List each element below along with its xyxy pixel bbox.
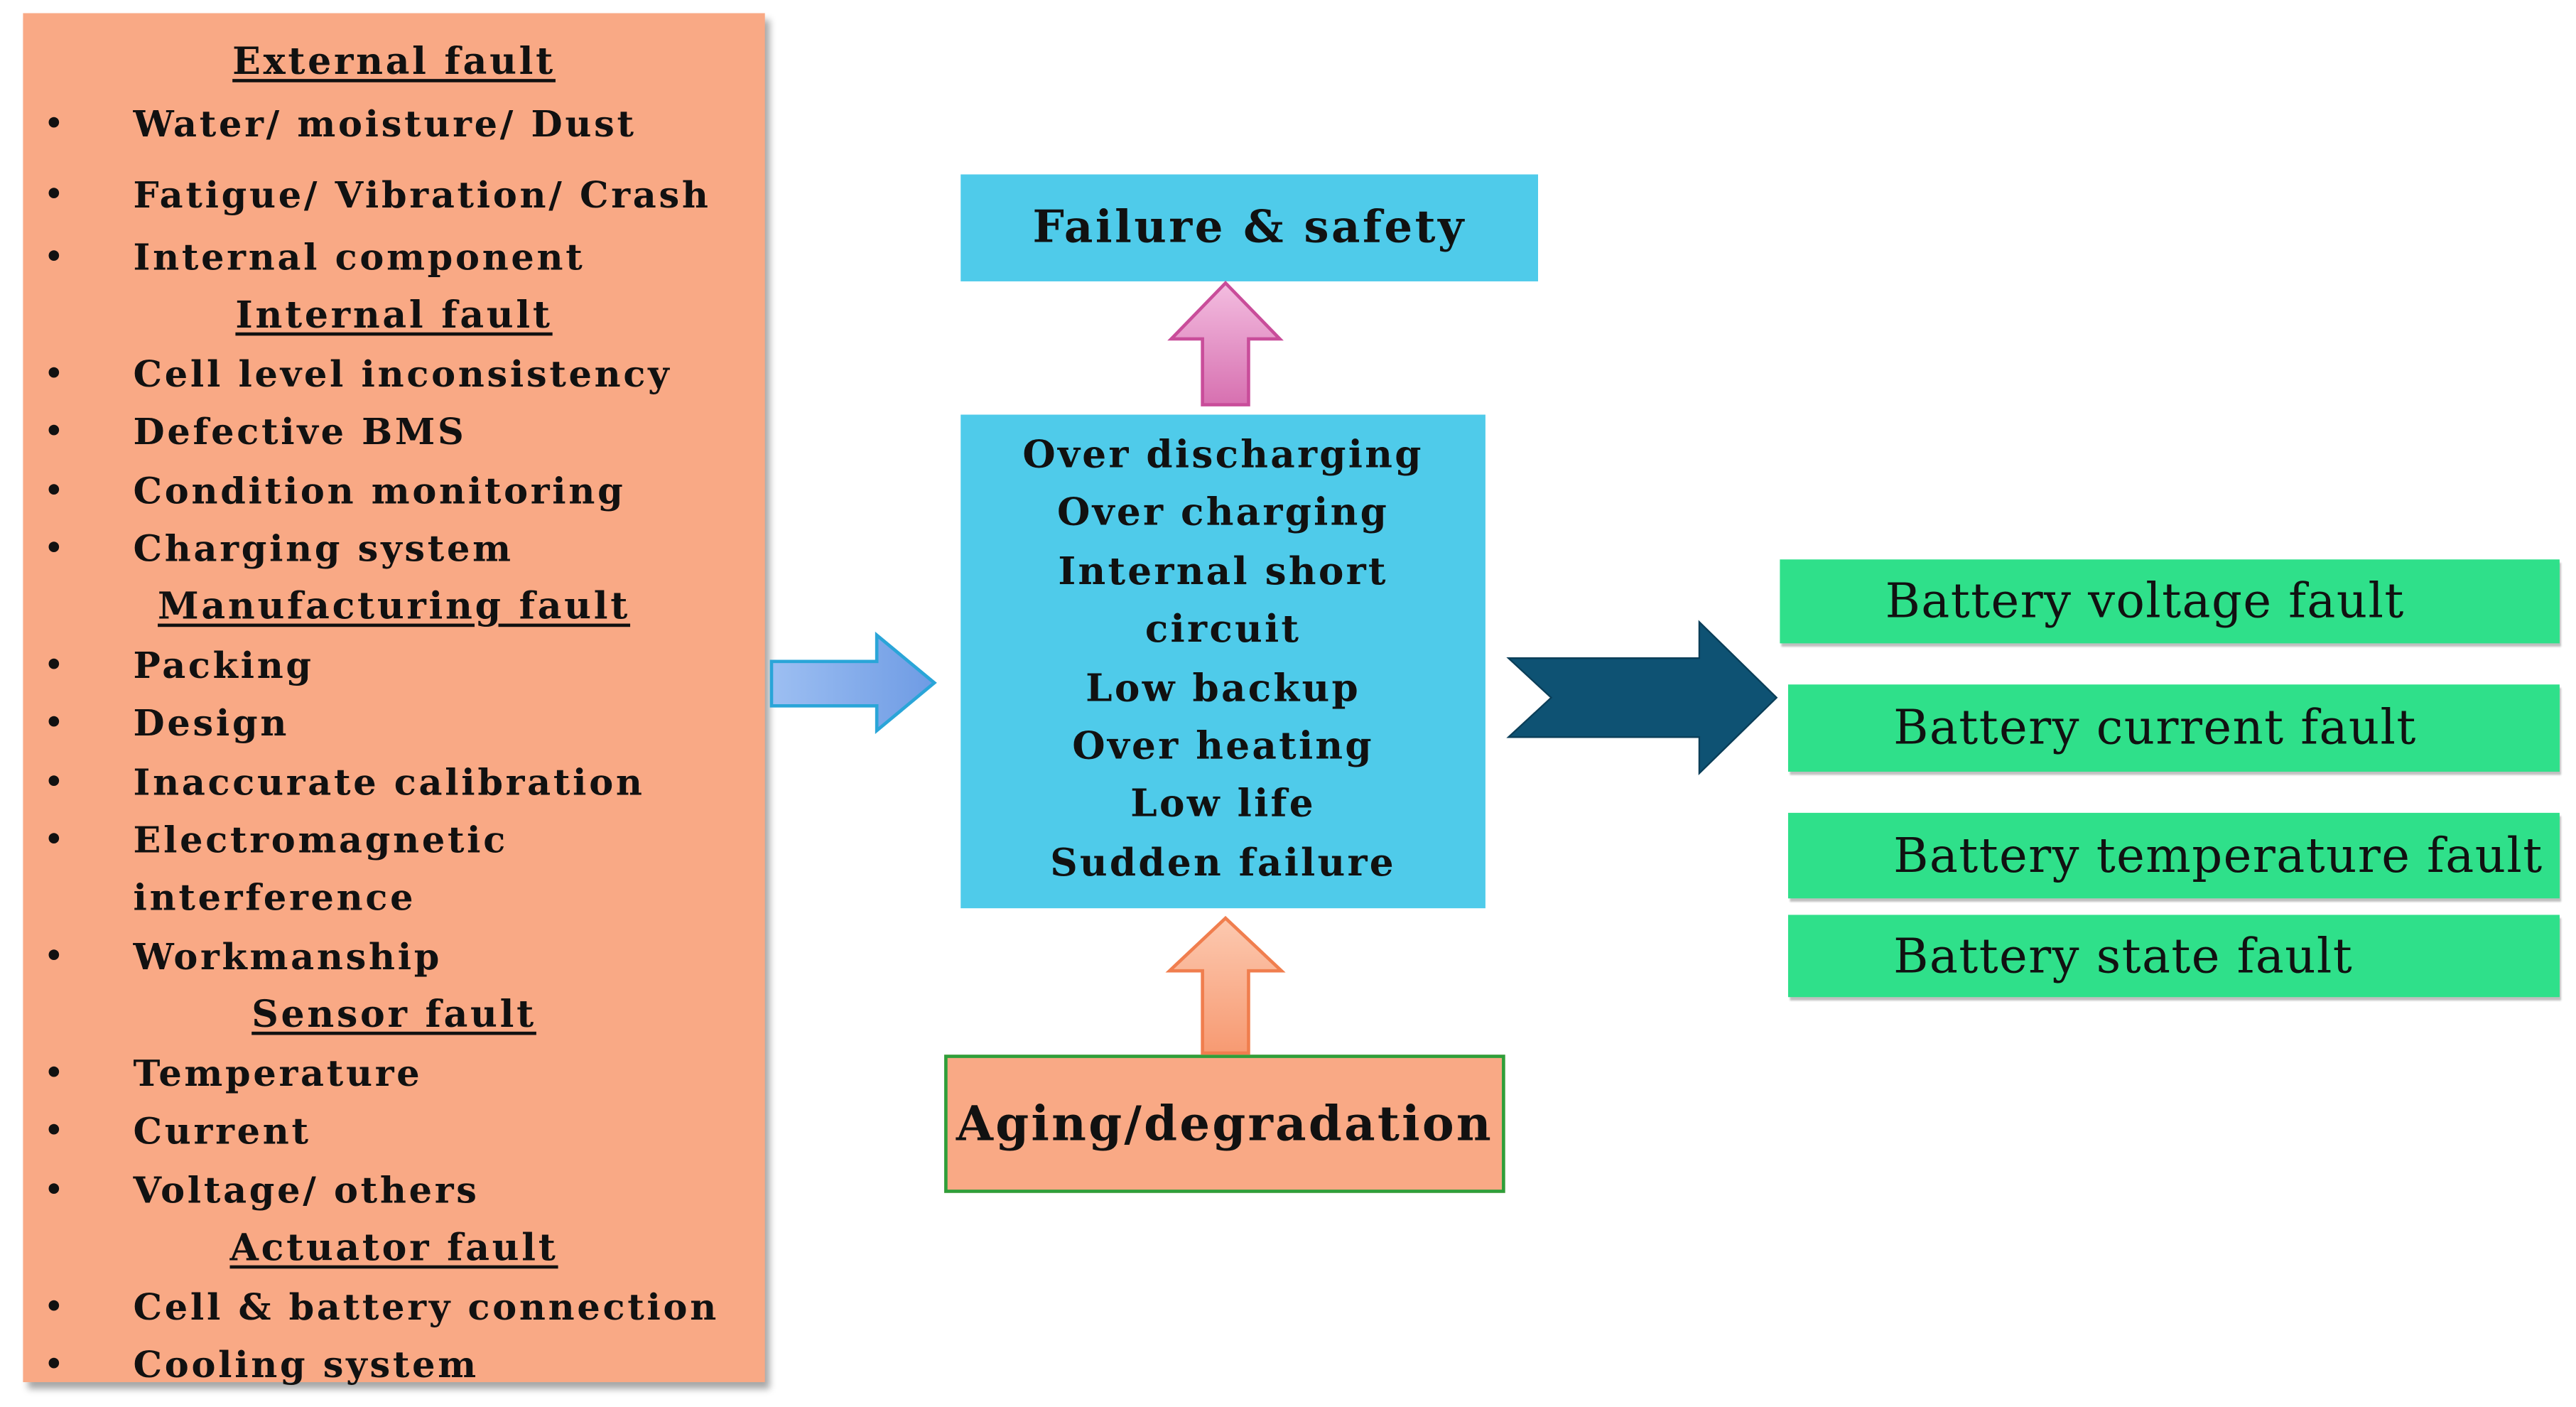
fault-type-box: Battery temperature fault (1787, 812, 2560, 899)
fault-type-box: Battery state fault (1787, 915, 2560, 998)
fault-effects-box: Over discharging Over charging Internal … (960, 414, 1485, 909)
group-heading-internal: Internal fault (235, 294, 553, 338)
fault-type-label: Battery temperature fault (1893, 827, 2543, 884)
group-heading-external: External fault (232, 41, 556, 85)
group-heading-sensor: Sensor fault (251, 993, 536, 1037)
failure-safety-box: Failure & safety (960, 174, 1538, 281)
effect-line: circuit (1144, 607, 1301, 652)
arrow-right-icon (769, 631, 937, 735)
arrow-up-icon (1165, 915, 1286, 1055)
failure-safety-label: Failure & safety (1032, 202, 1466, 254)
bullet-icon: • (44, 107, 66, 142)
bullet-icon: • (44, 1172, 66, 1208)
effect-line: Over discharging (1022, 432, 1424, 478)
effect-line: Sudden failure (1050, 841, 1396, 885)
bullet-icon: • (44, 1056, 66, 1091)
effect-line: Low backup (1086, 666, 1360, 711)
bullet-icon: • (44, 178, 66, 212)
effect-line: Over heating (1072, 723, 1374, 769)
fault-type-label: Battery current fault (1893, 699, 2417, 755)
fault-causes-panel: External fault •Water/ moisture/ Dust •F… (23, 13, 765, 1384)
bullet-icon: • (44, 414, 66, 450)
group-heading-manufacturing: Manufacturing fault (158, 586, 631, 629)
fault-type-box: Battery voltage fault (1780, 559, 2560, 644)
aging-degradation-box: Aging/degradation (944, 1055, 1505, 1193)
bullet-icon: • (44, 240, 66, 275)
fault-type-label: Battery voltage fault (1885, 572, 2405, 629)
bullet-icon: • (44, 765, 66, 800)
fault-type-label: Battery state fault (1893, 927, 2354, 984)
bullet-icon: • (44, 706, 66, 740)
effect-line: Over charging (1056, 490, 1390, 535)
effect-line: Internal short (1058, 549, 1388, 594)
bullet-icon: • (44, 1114, 66, 1149)
bullet-icon: • (44, 1290, 66, 1325)
effect-line: Low life (1130, 781, 1316, 826)
bullet-icon: • (44, 357, 66, 392)
bullet-icon: • (44, 822, 66, 858)
bullet-icon: • (44, 531, 66, 566)
bullet-icon: • (44, 1347, 66, 1383)
bullet-icon: • (44, 473, 66, 509)
group-heading-actuator: Actuator fault (229, 1227, 558, 1271)
arrow-up-icon (1167, 280, 1284, 406)
bullet-icon: • (44, 648, 66, 683)
arrow-chevron-right-icon (1506, 620, 1778, 776)
aging-degradation-label: Aging/degradation (956, 1096, 1493, 1152)
bullet-icon: • (44, 939, 66, 974)
fault-type-box: Battery current fault (1787, 684, 2560, 772)
